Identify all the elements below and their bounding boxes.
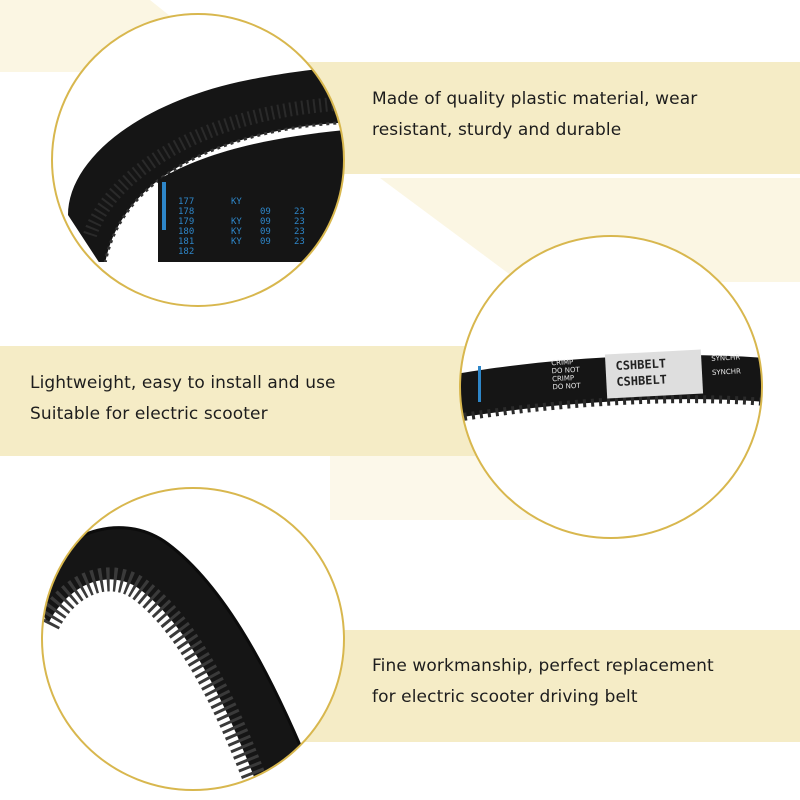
brand-label-text: CSHBELT: [615, 356, 666, 373]
brand-label: [604, 349, 704, 399]
belt-closeup-photo-2: CSHBELT CSHBELT CRIMP DO NOT CRIMP DO NO…: [459, 235, 763, 539]
belt-print-number: 178: [178, 207, 194, 217]
circle-border: [459, 235, 763, 539]
brand-label-text: CSHBELT: [616, 372, 667, 389]
feature-line: Lightweight, easy to install and use: [30, 373, 336, 393]
belt-print-number: 182: [178, 247, 194, 257]
blue-mark: [162, 182, 166, 230]
warning-print: CRIMP: [551, 358, 573, 367]
warning-print: DO NOT: [552, 382, 581, 392]
feature-line: Made of quality plastic material, wear: [372, 89, 698, 109]
belt-print-number: 179: [178, 217, 194, 227]
belt-print-batch: 09: [260, 237, 271, 247]
belt-print-number: 180: [178, 227, 194, 237]
belt-closeup-photo-1: 177 178 179 180 181 182 KY KY KY KY 09 0…: [51, 13, 345, 307]
belt-print-code: KY: [231, 217, 242, 227]
belt-print-suffix: 23: [294, 227, 305, 237]
type-print: SYNCHR: [711, 353, 740, 363]
feature-line: Suitable for electric scooter: [30, 404, 268, 424]
belt-print-code: KY: [231, 237, 242, 247]
belt-closeup-photo-3: [41, 487, 345, 791]
warning-print: CRIMP: [552, 374, 574, 383]
warning-print: DO NOT: [551, 366, 580, 376]
belt-print-code: KY: [231, 197, 242, 207]
belt-print-suffix: 23: [294, 217, 305, 227]
circle-border: [51, 13, 345, 307]
belt-print-batch: 09: [260, 227, 271, 237]
feature-text-workmanship: Fine workmanship, perfect replacement fo…: [372, 651, 714, 713]
belt-print-batch: 09: [260, 217, 271, 227]
belt-body: [68, 66, 344, 270]
feature-line: resistant, sturdy and durable: [372, 120, 622, 140]
feature-line: Fine workmanship, perfect replacement: [372, 656, 714, 676]
feature-text-durability: Made of quality plastic material, wear r…: [372, 84, 697, 146]
belt-print-suffix: 23: [294, 207, 305, 217]
belt-print-suffix: 23: [294, 237, 305, 247]
belt-print-number: 181: [178, 237, 194, 247]
belt-print-number: 177: [178, 197, 194, 207]
type-print: SYNCHR: [712, 367, 741, 377]
feature-text-installation: Lightweight, easy to install and use Sui…: [30, 368, 336, 430]
belt-print-code: KY: [231, 227, 242, 237]
feature-line: for electric scooter driving belt: [372, 687, 638, 707]
circle-border: [41, 487, 345, 791]
belt-print-batch: 09: [260, 207, 271, 217]
